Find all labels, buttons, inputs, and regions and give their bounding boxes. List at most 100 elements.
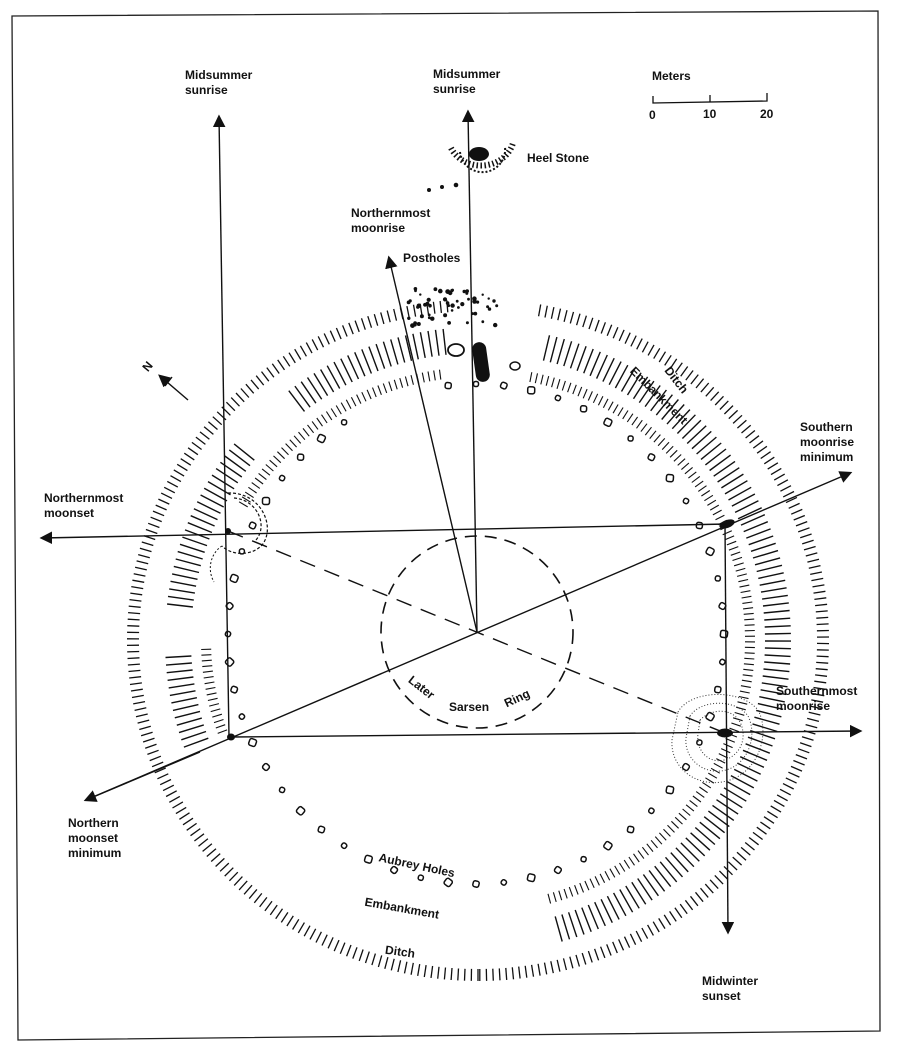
embankment-hatch — [347, 355, 360, 380]
outer-ditch-hatch — [457, 968, 460, 981]
outer-ditch-hatch — [159, 778, 172, 786]
inner-bank-hatch — [741, 595, 752, 599]
inner-bank-hatch — [631, 416, 639, 426]
outer-ditch-hatch — [756, 826, 767, 835]
embankment-hatch — [754, 557, 781, 566]
aubrey-hole — [261, 496, 271, 506]
scale-bar-line — [652, 93, 768, 104]
outer-ditch-hatch — [600, 322, 607, 334]
aubrey-hole — [603, 417, 613, 428]
inner-bank-hatch — [547, 893, 552, 904]
label-heel-stone: Heel Stone — [527, 151, 589, 165]
aubrey-hole — [278, 786, 286, 794]
outer-ditch-hatch — [317, 336, 325, 348]
north-barrow-inner — [233, 497, 262, 541]
outer-ditch-hatch — [773, 799, 785, 807]
inner-bank-hatch — [691, 475, 701, 483]
aubrey-hole — [553, 865, 563, 875]
outer-ditch-hatch — [658, 918, 666, 929]
outer-ditch-hatch — [790, 765, 803, 772]
outer-ditch-hatch — [195, 436, 206, 445]
posthole-cluster — [406, 287, 499, 328]
posthole — [427, 188, 431, 192]
embankment-hatch — [739, 756, 765, 768]
inner-bank-hatch — [210, 708, 221, 713]
outer-ditch-hatch — [228, 871, 239, 882]
inner-bank-hatch — [612, 404, 619, 414]
inner-bank-hatch — [641, 846, 649, 856]
aubrey-hole — [340, 842, 348, 850]
inner-bank-hatch — [382, 383, 388, 394]
inner-bank-hatch — [661, 441, 670, 450]
outer-ditch-hatch — [443, 967, 447, 980]
outer-ditch-hatch — [695, 378, 705, 389]
inner-bank-hatch — [212, 713, 223, 718]
outer-ditch-hatch — [417, 963, 421, 977]
south-barrow-inner — [685, 702, 753, 772]
aubrey-hole — [713, 685, 722, 694]
embankment-hatch — [713, 460, 736, 477]
outer-ditch-hatch — [238, 880, 248, 891]
outer-ditch-hatch — [767, 462, 779, 470]
inner-bank-hatch — [217, 729, 228, 734]
aubrey-hole — [665, 473, 675, 483]
outer-ditch-hatch — [777, 479, 789, 487]
embankment-hatch — [763, 609, 790, 614]
outer-ditch-hatch — [685, 370, 694, 381]
outer-ditch-hatch — [266, 367, 275, 378]
outer-ditch-hatch — [563, 310, 568, 322]
outer-ditch-hatch — [588, 317, 594, 330]
aubrey-hole — [247, 737, 258, 748]
outer-ditch-hatch — [606, 324, 613, 337]
outer-ditch-hatch — [170, 475, 182, 483]
outer-ditch-hatch — [288, 352, 296, 364]
southern-moonrise-minimum-line — [85, 471, 853, 801]
outer-ditch-hatch — [612, 941, 618, 954]
embankment-hatch — [681, 419, 702, 439]
outer-ditch-hatch — [412, 304, 417, 317]
outer-ditch-hatch — [684, 899, 694, 911]
outer-ditch-hatch — [749, 435, 760, 444]
outer-ditch-hatch — [128, 669, 141, 673]
embankment-hatch — [583, 348, 594, 374]
outer-ditch-hatch — [327, 937, 334, 949]
inner-bank-hatch — [685, 804, 695, 812]
outer-ditch-hatch — [271, 363, 280, 374]
inner-bank-hatch — [584, 880, 590, 891]
inner-bank-hatch — [692, 795, 702, 803]
outer-ditch-hatch — [760, 821, 771, 830]
outer-ditch-hatch — [203, 426, 214, 435]
outer-ditch-hatch — [815, 668, 828, 671]
outer-ditch-hatch — [658, 351, 667, 363]
outer-ditch-hatch — [141, 541, 154, 547]
inner-bank-hatch — [579, 882, 585, 893]
posthole — [465, 321, 469, 325]
label-southern-moonrise-minimum-2: moonrise — [800, 435, 854, 449]
inner-bank-hatch — [261, 468, 271, 476]
embankment-hatch — [434, 329, 440, 356]
outer-ditch-hatch — [811, 577, 824, 582]
embankment-hatch — [167, 603, 193, 608]
inner-bank-hatch — [688, 471, 697, 479]
embankment-hatch — [442, 328, 447, 355]
inner-bank-hatch — [739, 584, 750, 588]
inner-bank-hatch — [609, 868, 616, 878]
outer-ditch-hatch — [630, 335, 637, 347]
inner-bank-hatch — [258, 472, 267, 481]
posthole — [487, 307, 492, 311]
outer-ditch-hatch — [248, 888, 258, 900]
outer-ditch-hatch — [705, 386, 715, 397]
aubrey-hole — [682, 497, 690, 505]
inner-bank-hatch — [732, 556, 743, 562]
aubrey-hole — [417, 874, 425, 882]
embankment-hatch — [757, 702, 784, 710]
outer-ditch-hatch — [305, 342, 313, 354]
aubrey-hole — [580, 855, 587, 863]
posthole — [414, 289, 417, 293]
inner-bank-hatch — [739, 690, 750, 694]
outer-ditch-hatch — [813, 686, 826, 690]
outer-ditch-hatch — [128, 611, 141, 615]
embankment-hatch — [606, 895, 620, 920]
inner-bank-hatch — [563, 888, 568, 899]
embankment-hatch — [686, 425, 707, 445]
